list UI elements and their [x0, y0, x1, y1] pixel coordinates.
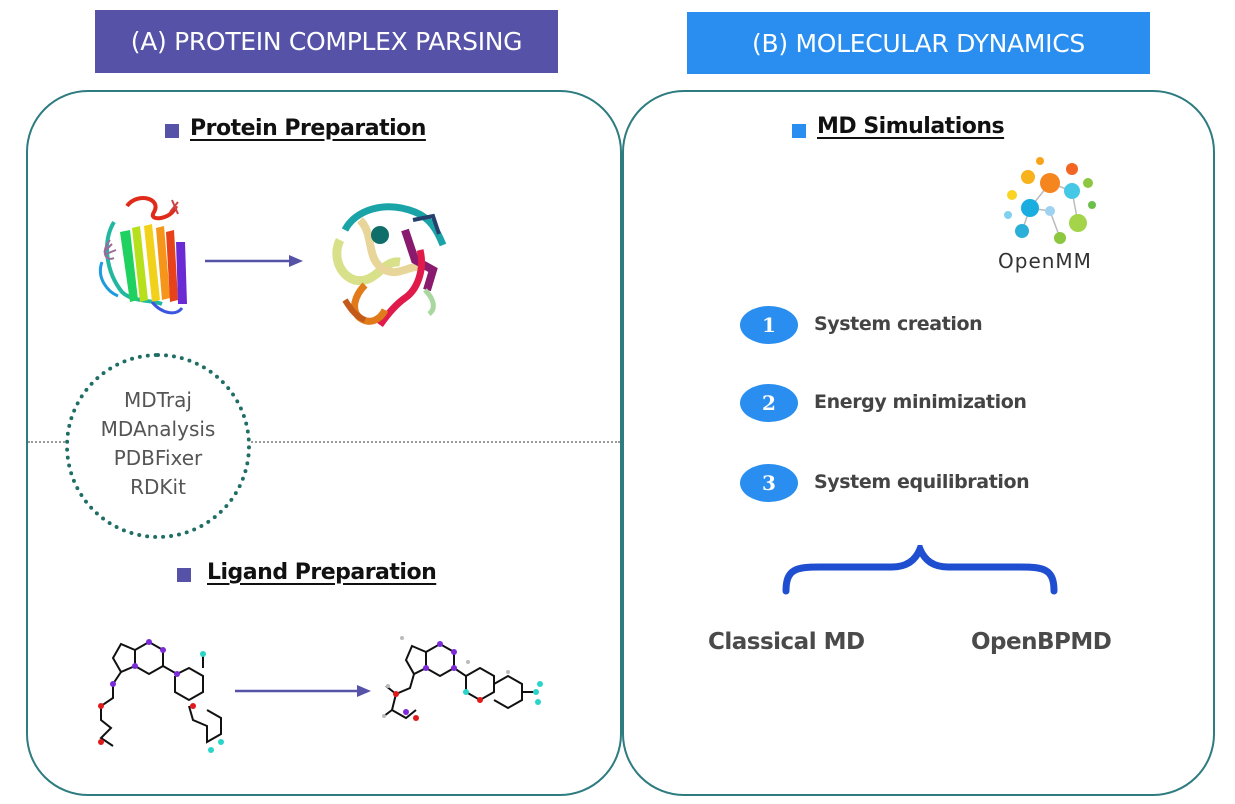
method-classical-md: Classical MD [708, 629, 865, 655]
tool-rdkit: RDKit [130, 475, 186, 499]
ligand-structure-prepared-image [382, 636, 543, 721]
protein-arrow [205, 255, 303, 267]
openmm-logo-icon [1004, 157, 1096, 244]
protein-structure-prepared-image [332, 203, 447, 328]
protein-structure-raw-image [99, 196, 187, 315]
tool-mdtraj: MDTraj [124, 388, 192, 412]
step-1-label: System creation [814, 313, 983, 335]
protein-bullet-icon [165, 124, 179, 138]
tools-circle [65, 353, 251, 539]
ligand-bullet-icon [177, 568, 191, 582]
step-2-label: Energy minimization [814, 391, 1027, 413]
panel-a-frame [26, 90, 622, 796]
method-openbpmd: OpenBPMD [971, 629, 1112, 655]
step-2-badge: 2 [740, 384, 798, 422]
ligand-arrow [235, 685, 371, 697]
ligand-preparation-title: Ligand Preparation [207, 560, 437, 585]
step-3-label: System equilibration [814, 471, 1030, 493]
panel-b-frame [622, 90, 1215, 796]
panel-b-header: (B) MOLECULAR DYNAMICS [687, 12, 1150, 74]
panel-a-header: (A) PROTEIN COMPLEX PARSING [95, 10, 558, 73]
tools-list: MDTraj MDAnalysis PDBFixer RDKit [65, 386, 251, 502]
tool-pdbfixer: PDBFixer [113, 446, 203, 470]
ligand-structure-raw-image [98, 639, 224, 753]
curly-brace [782, 545, 1058, 595]
step-1-badge: 1 [740, 306, 798, 344]
step-3-badge: 3 [740, 464, 798, 502]
protein-preparation-title: Protein Preparation [190, 116, 426, 141]
tool-mdanalysis: MDAnalysis [100, 417, 216, 441]
section-divider [28, 441, 620, 443]
md-simulations-title: MD Simulations [817, 114, 1005, 139]
openmm-logo-text: OpenMM [998, 249, 1092, 273]
md-bullet-icon [792, 124, 806, 138]
